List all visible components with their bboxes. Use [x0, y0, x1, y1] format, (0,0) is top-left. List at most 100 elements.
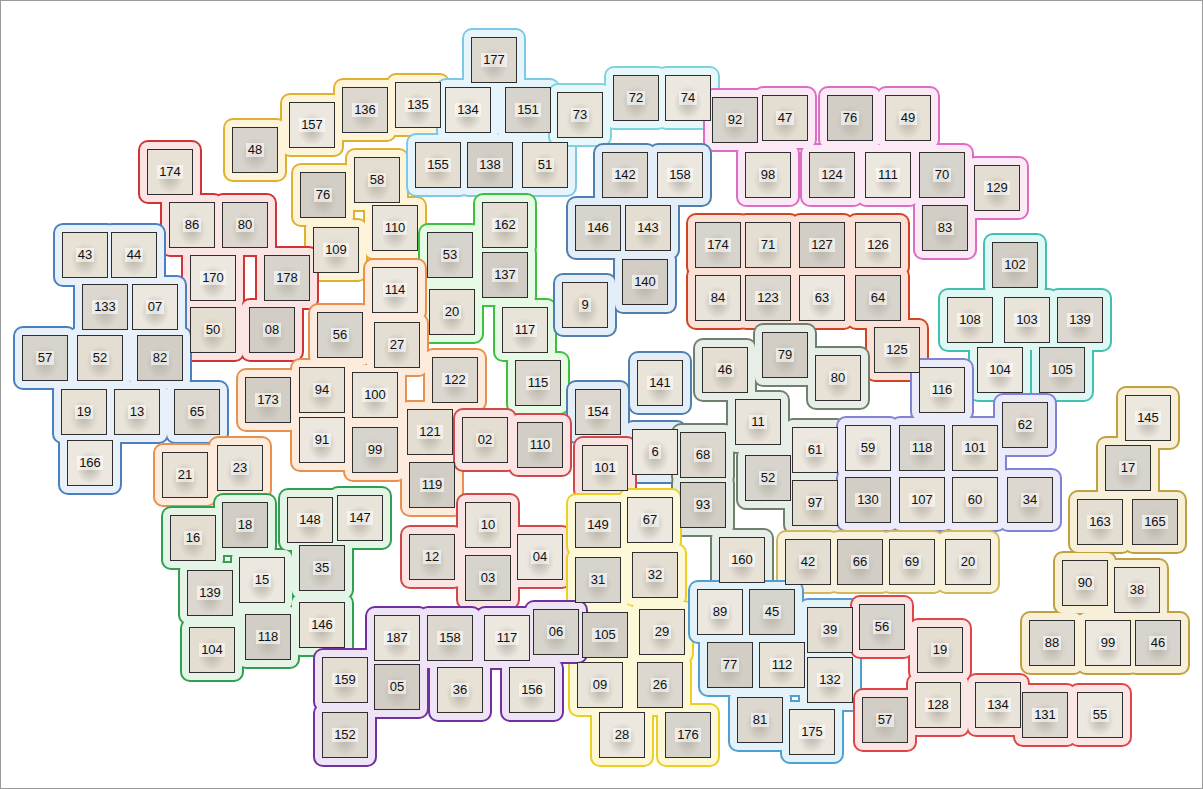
cluster-fill	[367, 657, 427, 717]
cluster-border	[890, 416, 954, 480]
cluster-fill	[995, 395, 1055, 455]
cluster-fill	[690, 582, 750, 642]
cluster-fill	[430, 660, 490, 720]
cluster-fill	[688, 215, 748, 275]
cluster-border	[1020, 611, 1084, 675]
cluster-border	[818, 86, 882, 150]
photo-thumbnail: 157	[289, 102, 335, 148]
cluster-border	[965, 156, 1029, 220]
cluster-border	[500, 658, 564, 722]
cluster-fill	[938, 532, 998, 592]
cluster-fill	[858, 145, 918, 205]
cluster-border	[73, 275, 137, 339]
thumbnail-number: 114	[383, 283, 408, 297]
photo-thumbnail: 123	[745, 275, 791, 321]
cluster-border	[68, 326, 132, 390]
cluster-border	[161, 506, 225, 570]
photo-thumbnail: 187	[374, 615, 420, 661]
thumbnail-number: 121	[417, 425, 443, 439]
photo-thumbnail: 19	[61, 389, 107, 435]
photo-thumbnail: 141	[637, 360, 683, 406]
cluster-fill	[347, 150, 407, 210]
cluster-border	[1123, 490, 1187, 554]
cluster-border	[548, 83, 612, 147]
photo-thumbnail: 53	[427, 232, 473, 278]
photo-thumbnail: 104	[977, 347, 1023, 393]
photo-thumbnail: 07	[132, 284, 178, 330]
cluster-fill	[867, 320, 927, 380]
photo-thumbnail: 15	[239, 557, 285, 603]
photo-thumbnail: 129	[974, 165, 1020, 211]
cluster-border	[750, 633, 814, 697]
thumbnail-number: 07	[146, 300, 164, 314]
photo-thumbnail: 131	[1022, 692, 1068, 738]
cluster-fill	[673, 425, 733, 485]
thumbnail-number: 110	[528, 438, 553, 452]
photo-thumbnail: 11	[735, 399, 781, 445]
cluster-fill	[1022, 613, 1082, 673]
thumbnail-number: 88	[1043, 636, 1061, 650]
cluster-border	[290, 536, 354, 600]
cluster-border	[493, 298, 557, 362]
photo-thumbnail: 149	[575, 502, 621, 548]
cluster-fill	[848, 215, 908, 275]
cluster-fill	[125, 277, 185, 337]
thumbnail-number: 27	[388, 338, 406, 352]
cluster-fill	[508, 353, 568, 413]
cluster-border	[656, 66, 720, 130]
photo-thumbnail: 48	[232, 127, 278, 173]
cluster-border	[496, 78, 560, 142]
cluster-border	[400, 453, 464, 517]
cluster-fill	[830, 532, 890, 592]
cluster-border	[671, 473, 735, 537]
cluster-fill	[464, 30, 524, 90]
photo-thumbnail: 70	[919, 152, 965, 198]
photo-thumbnail: 71	[745, 222, 791, 268]
cluster-fill	[550, 85, 610, 145]
cluster-border	[1068, 490, 1132, 554]
cluster-fill	[458, 548, 518, 608]
photo-thumbnail: 162	[482, 202, 528, 248]
cluster-fill	[910, 620, 970, 680]
photo-thumbnail: 143	[625, 205, 671, 251]
photo-thumbnail: 125	[874, 327, 920, 373]
thumbnail-number: 107	[909, 493, 935, 507]
photo-thumbnail: 176	[665, 712, 711, 758]
photo-thumbnail: 16	[170, 515, 216, 561]
thumbnail-number: 19	[75, 405, 93, 419]
thumbnail-number: 55	[1091, 708, 1109, 722]
cluster-border	[508, 525, 572, 589]
photo-thumbnail: 39	[807, 607, 853, 653]
cluster-border	[473, 243, 537, 307]
thumbnail-number: 63	[813, 291, 831, 305]
cluster-fill	[75, 277, 135, 337]
cluster-border	[943, 468, 1007, 532]
thumbnail-number: 132	[817, 673, 843, 687]
cluster-fill	[315, 650, 375, 710]
cluster-fill	[422, 282, 482, 342]
thumbnail-number: 98	[759, 168, 777, 182]
photo-thumbnail: 47	[762, 95, 808, 141]
cluster-fill	[1070, 492, 1130, 552]
cluster-border	[698, 633, 762, 697]
thumbnail-number: 65	[188, 405, 206, 419]
photo-thumbnail: 57	[22, 335, 68, 381]
cluster-fill	[658, 705, 718, 765]
photo-thumbnail: 139	[1057, 297, 1103, 343]
photo-thumbnail: 175	[789, 709, 835, 755]
cluster-fill	[310, 305, 370, 365]
photo-thumbnail: 9	[562, 282, 608, 328]
photo-thumbnail: 170	[190, 255, 236, 301]
thumbnail-number: 118	[256, 630, 281, 644]
cluster-border	[223, 118, 287, 182]
photo-thumbnail: 18	[222, 502, 268, 548]
cluster-border	[890, 468, 954, 532]
cluster-fill	[180, 563, 240, 623]
thumbnail-number: 146	[309, 618, 335, 632]
cluster-border	[506, 351, 570, 415]
photo-thumbnail: 27	[374, 322, 420, 368]
thumbnail-number: 154	[585, 405, 611, 419]
thumbnail-number: 156	[519, 683, 545, 697]
photo-thumbnail: 155	[415, 142, 461, 188]
